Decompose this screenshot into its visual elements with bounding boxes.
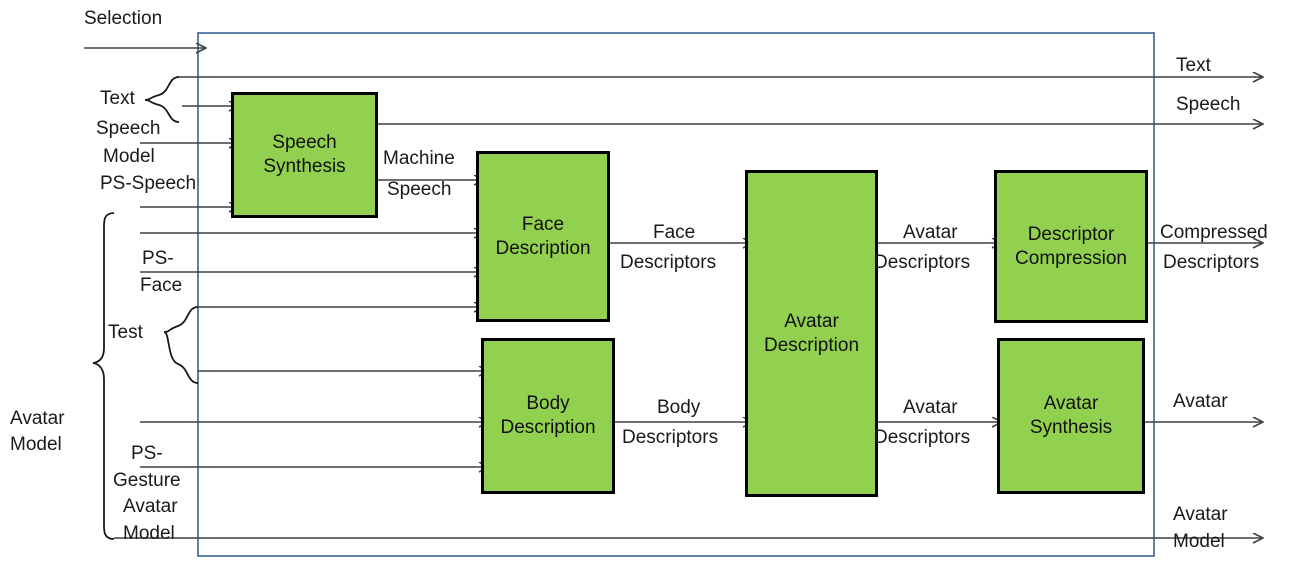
- signal-label-body-descriptors-line1: Body: [657, 397, 701, 418]
- input-label-ps-face-line1: PS-: [142, 248, 174, 269]
- signal-label-body-descriptors-line2: Descriptors: [622, 427, 719, 448]
- input-label-speech: Speech: [96, 118, 161, 139]
- input-label-ps-speech: PS-Speech: [100, 173, 197, 194]
- input-label-selection: Selection: [84, 8, 163, 29]
- signal-label-avatar-descriptors-top-line2: Descriptors: [874, 252, 971, 273]
- process-box-avatar-description[interactable]: [745, 170, 878, 497]
- input-label-avatar-model-in-line1: Avatar: [123, 496, 178, 517]
- brace-text: [144, 76, 180, 123]
- process-box-descriptor-compression[interactable]: [994, 170, 1148, 323]
- output-label-speech: Speech: [1176, 94, 1241, 115]
- output-label-avatar: Avatar: [1173, 391, 1228, 412]
- input-label-ps-gesture-line2: Gesture: [113, 470, 181, 491]
- output-label-text: Text: [1176, 55, 1211, 76]
- input-label-avatar-model-in-line2: Model: [123, 523, 175, 544]
- process-box-speech-synthesis[interactable]: [231, 92, 378, 218]
- system-boundary-rect: [197, 32, 1155, 557]
- process-box-face-description[interactable]: [476, 151, 610, 322]
- signal-label-avatar-descriptors-bottom-line1: Avatar: [903, 397, 958, 418]
- signal-label-avatar-descriptors-top-line1: Avatar: [903, 222, 958, 243]
- input-label-test: Test: [108, 322, 143, 343]
- output-label-avatar-model-line2: Model: [1173, 531, 1225, 552]
- brace-test: [163, 306, 199, 384]
- input-label-model: Model: [103, 146, 155, 167]
- output-label-compressed-line2: Descriptors: [1163, 252, 1260, 273]
- signal-arrows: [84, 48, 1262, 538]
- output-label-avatar-model-line1: Avatar: [1173, 504, 1228, 525]
- signal-label-machine-speech-line1: Machine: [383, 148, 455, 169]
- input-label-ps-gesture-line1: PS-: [131, 443, 163, 464]
- signal-label-avatar-descriptors-bottom-line2: Descriptors: [874, 427, 971, 448]
- signal-label-face-descriptors-line1: Face: [653, 222, 696, 243]
- input-label-text: Text: [100, 88, 135, 109]
- input-label-avatar-model-line1: Avatar: [10, 408, 65, 429]
- output-label-compressed-line1: Compressed: [1160, 222, 1268, 243]
- process-box-body-description[interactable]: [481, 338, 615, 494]
- brace-avatar-model: [92, 212, 115, 540]
- signal-label-face-descriptors-line2: Descriptors: [620, 252, 717, 273]
- process-box-avatar-synthesis[interactable]: [997, 338, 1145, 494]
- input-label-avatar-model-line2: Model: [10, 434, 62, 455]
- input-label-ps-face-line2: Face: [140, 275, 183, 296]
- signal-label-machine-speech-line2: Speech: [387, 179, 452, 200]
